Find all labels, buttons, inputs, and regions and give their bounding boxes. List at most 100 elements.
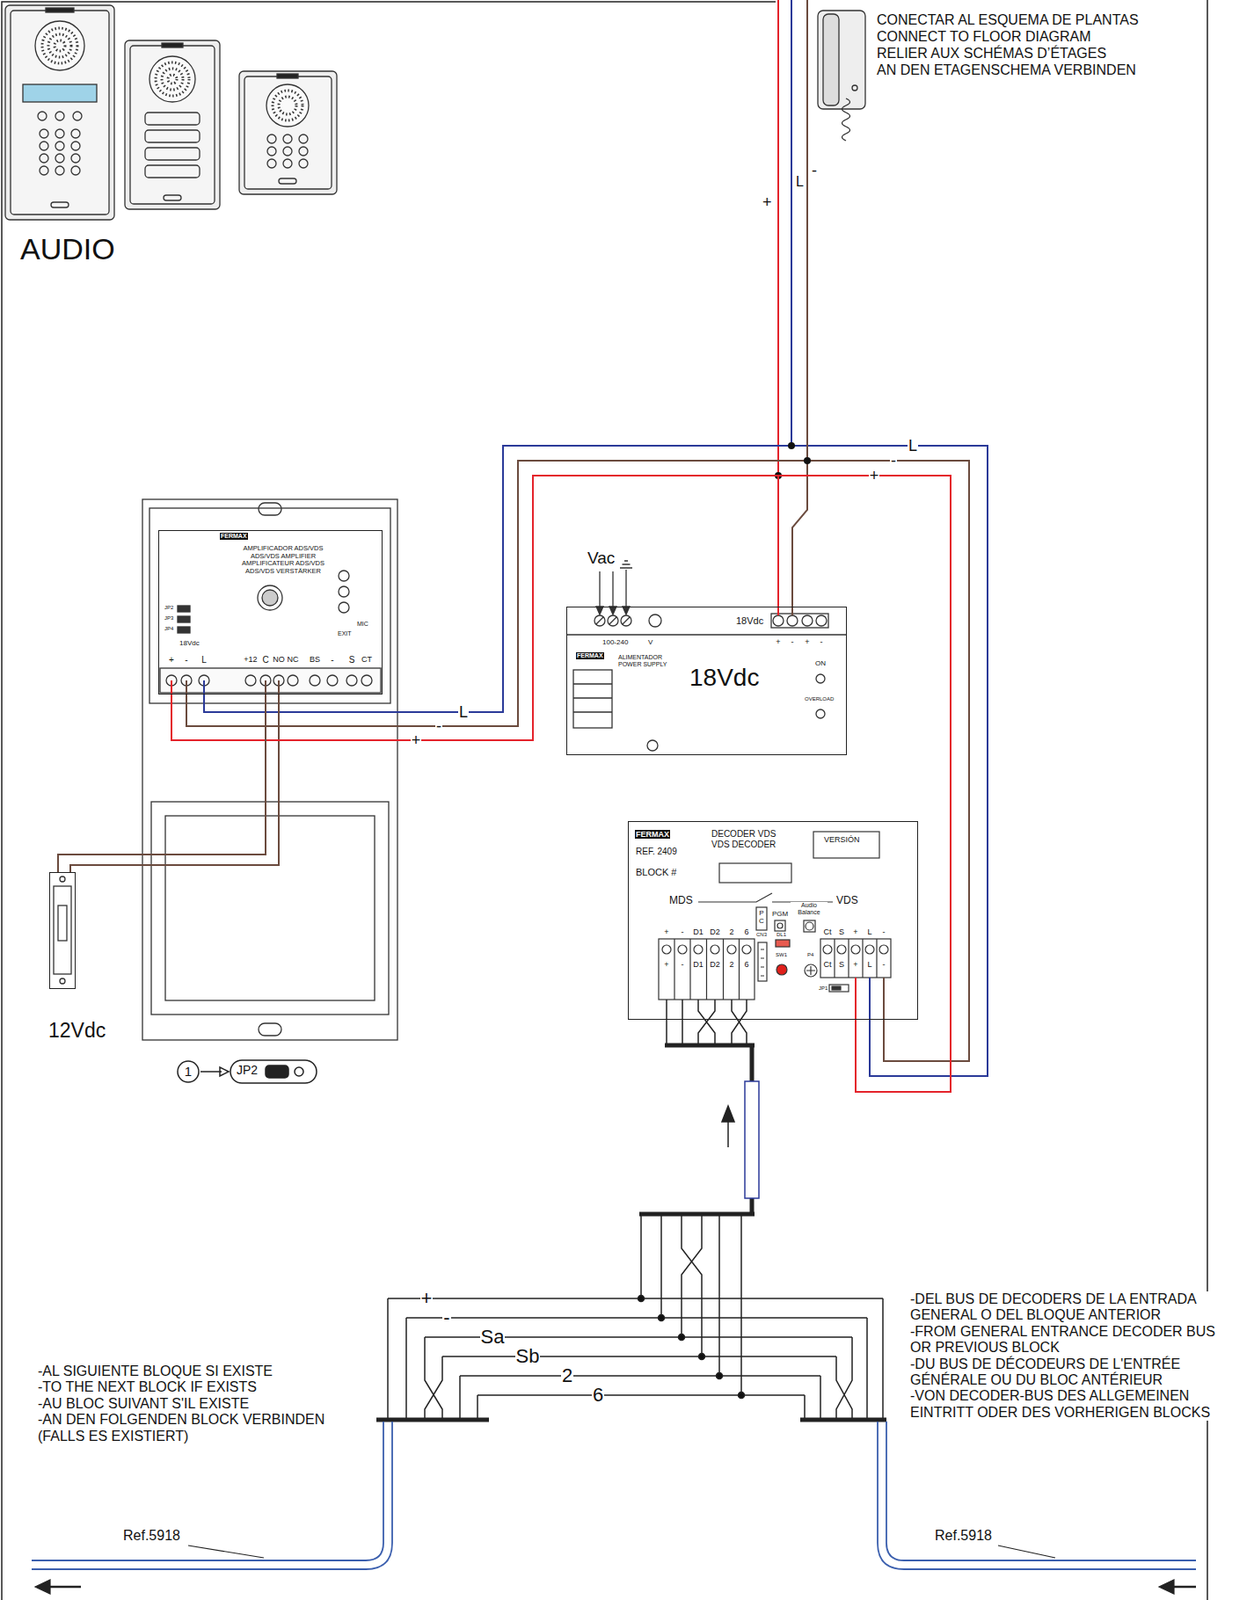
bus-wiring-part bbox=[376, 1418, 887, 1423]
jumper-label: JP4 bbox=[163, 626, 175, 633]
terminal-label: L bbox=[200, 655, 208, 666]
terminal-label: 6 bbox=[743, 927, 750, 937]
door-panels-part bbox=[161, 68, 183, 90]
rating-label: 100-240 bbox=[601, 638, 629, 647]
note: -VON DECODER-BUS DES ALLGEMEINEN EINTRIT… bbox=[908, 1388, 1239, 1422]
door-lock-drawing-part bbox=[59, 876, 66, 883]
door-panels-part-part bbox=[71, 141, 81, 151]
leaders-and-arrows-part bbox=[35, 1580, 51, 1595]
power-supply-drawing-part bbox=[648, 614, 662, 627]
decoder-drawing-part bbox=[829, 984, 849, 992]
terminal-label: L bbox=[866, 927, 873, 937]
supply-wires-part bbox=[787, 442, 795, 450]
jumper-callout-part bbox=[230, 1060, 317, 1084]
decoder-drawing-part bbox=[776, 964, 788, 976]
door-panels-part bbox=[244, 76, 332, 190]
control-label: Audio Balance bbox=[790, 902, 828, 918]
bus-cables-part bbox=[877, 1421, 1196, 1570]
door-panels-part bbox=[22, 84, 97, 103]
connector-label: CN3 bbox=[755, 932, 768, 939]
button-label: PGM bbox=[771, 910, 789, 919]
amplifier-plate-part bbox=[338, 602, 350, 613]
terminal-label: +12 bbox=[242, 655, 258, 664]
door-panels-part-part bbox=[55, 111, 65, 121]
terminal-label: D1 bbox=[692, 960, 705, 970]
door-panels-part-part bbox=[283, 159, 292, 168]
door-panels-part-part bbox=[71, 166, 81, 175]
door-panels-part-part bbox=[298, 134, 308, 144]
door-panels-part-part bbox=[71, 153, 81, 163]
leaders-and-arrows-part bbox=[47, 1586, 1196, 1590]
door-panels-part-part bbox=[298, 159, 308, 168]
decoder-drawing-part bbox=[805, 922, 814, 931]
terminal-label: - bbox=[680, 927, 686, 937]
door-lock-drawing-part bbox=[53, 886, 72, 975]
terminal-label: 2 bbox=[728, 927, 735, 937]
terminal-label: - bbox=[790, 637, 795, 647]
decoder-drawing-part bbox=[823, 945, 832, 955]
bus-wiring-part bbox=[638, 1296, 645, 1303]
terminal-label: S bbox=[838, 960, 846, 970]
door-panels-part bbox=[48, 34, 72, 58]
decoder-drawing-part bbox=[813, 831, 880, 859]
amplifier-plate-part bbox=[149, 508, 391, 704]
supply-wires-part bbox=[803, 457, 811, 465]
power-supply-drawing-part bbox=[816, 709, 825, 719]
note-group: -DEL BUS DE DECODERS DE LA ENTRADA GENER… bbox=[908, 1291, 1239, 1422]
callout-number: 1 bbox=[183, 1064, 193, 1080]
voltage-label: 18Vdc bbox=[735, 615, 765, 627]
amplifier-plate-part bbox=[338, 570, 350, 582]
wire-label: - bbox=[435, 717, 443, 737]
supply-wires-part bbox=[204, 0, 988, 1077]
door-panels-part-part bbox=[283, 146, 292, 156]
note: -DEL BUS DE DECODERS DE LA ENTRADA GENER… bbox=[908, 1291, 1239, 1325]
note: CONECTAR AL ESQUEMA DE PLANTAS bbox=[875, 12, 1140, 29]
amplifier-plate-part bbox=[257, 585, 283, 611]
bus-wiring-part bbox=[387, 1298, 883, 1396]
terminal-label: S bbox=[838, 927, 846, 937]
terminal-label: D2 bbox=[708, 927, 722, 937]
logo: FERMAX bbox=[634, 830, 671, 839]
power-supply-drawing-part bbox=[599, 561, 633, 608]
bus-wiring-part bbox=[727, 1120, 730, 1148]
power-supply-drawing-part bbox=[816, 674, 825, 684]
terminal-label: D2 bbox=[708, 960, 722, 970]
decoder-drawing-part bbox=[820, 939, 891, 978]
amplifier-plate-part-part bbox=[327, 675, 338, 686]
amplifier-plate-part bbox=[338, 586, 350, 598]
terminal-label: + bbox=[663, 927, 670, 937]
supply-wire bbox=[171, 475, 779, 741]
amplifier-plate-part-part bbox=[245, 675, 256, 686]
bus-wiring-part bbox=[716, 1373, 723, 1380]
power-supply-drawing-part bbox=[647, 740, 658, 751]
power-supply-drawing-part bbox=[622, 606, 630, 615]
decoder-drawing-part bbox=[727, 945, 737, 955]
door-panels-part bbox=[277, 73, 299, 79]
door-panels-part-part bbox=[39, 166, 49, 175]
bus-wiring-part bbox=[641, 1214, 742, 1396]
power-supply-drawing-part bbox=[816, 615, 827, 627]
note: -AU BLOC SUIVANT S'IL EXISTE bbox=[36, 1396, 340, 1413]
bus-wiring-part bbox=[678, 1334, 686, 1342]
decoder-drawing-part bbox=[760, 949, 765, 977]
door-panels-part bbox=[5, 5, 115, 220]
decoder-drawing-part bbox=[775, 940, 790, 948]
terminal-label: L bbox=[866, 960, 873, 970]
door-lock-drawing bbox=[53, 876, 72, 985]
cable-ref: Ref.5918 bbox=[933, 1528, 993, 1545]
wire-label: - bbox=[889, 452, 897, 471]
bus-signal: 6 bbox=[591, 1384, 605, 1407]
node-text: REF. 2409 bbox=[635, 846, 678, 858]
amplifier-plate-part bbox=[160, 668, 381, 693]
bus-wiring-part bbox=[699, 1354, 706, 1361]
door-panels-part-part bbox=[267, 146, 277, 156]
bus-wiring-part bbox=[738, 1392, 745, 1400]
bus-wiring-part bbox=[639, 1045, 755, 1215]
wire-label: + bbox=[761, 193, 773, 212]
leaders-and-arrows-part bbox=[1159, 1580, 1174, 1595]
bus-signal: Sb bbox=[515, 1345, 541, 1368]
decoder-drawing-part bbox=[806, 966, 816, 976]
door-panels-part bbox=[267, 134, 308, 184]
